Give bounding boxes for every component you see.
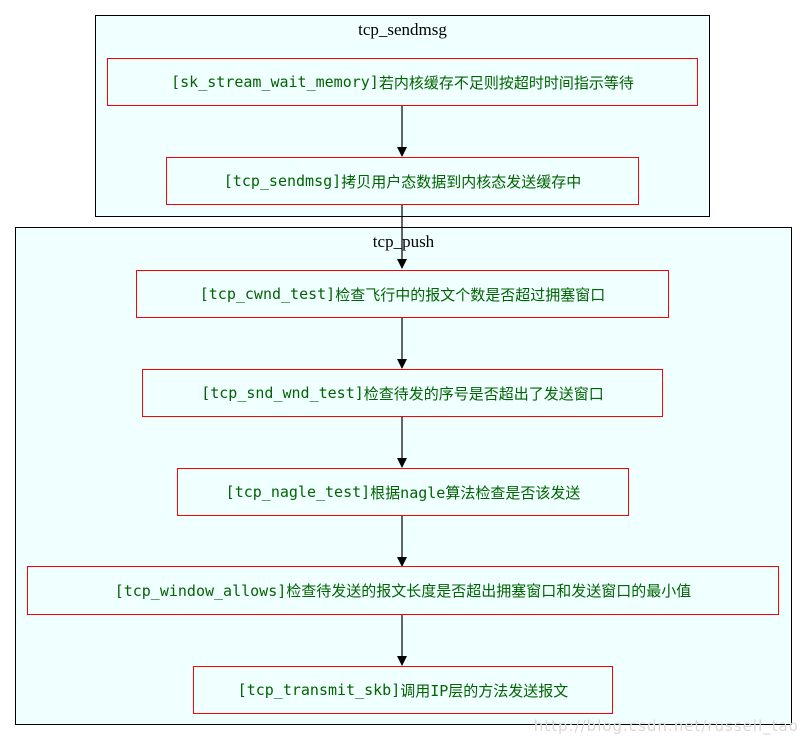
node-func: [tcp_snd_wnd_test]: [201, 384, 364, 402]
node-func: [tcp_transmit_skb]: [237, 681, 401, 699]
node-func: [sk_stream_wait_memory]: [171, 73, 379, 91]
node-tcp-cwnd-test: [tcp_cwnd_test]检查飞行中的报文个数是否超过拥塞窗口: [136, 270, 669, 318]
watermark: http://blog.csdn.net/russell_tao: [533, 717, 799, 735]
node-tcp-nagle-test: [tcp_nagle_test]根据nagle算法检查是否该发送: [177, 468, 629, 516]
node-desc: 拷贝用户态数据到内核态发送缓存中: [341, 172, 582, 191]
node-func: [tcp_window_allows]: [114, 581, 287, 600]
node-func: [tcp_nagle_test]: [225, 483, 371, 501]
node-tcp-sendmsg: [tcp_sendmsg]拷贝用户态数据到内核态发送缓存中: [166, 157, 639, 205]
node-desc: 检查飞行中的报文个数是否超过拥塞窗口: [335, 285, 606, 304]
node-tcp-window-allows: [tcp_window_allows]检查待发送的报文长度是否超出拥塞窗口和发送…: [27, 566, 779, 615]
node-func: [tcp_sendmsg]: [223, 172, 342, 190]
node-desc: 调用IP层的方法发送报文: [400, 681, 569, 700]
node-func: [tcp_cwnd_test]: [199, 285, 336, 303]
node-sk-stream-wait-memory: [sk_stream_wait_memory]若内核缓存不足则按超时时间指示等待: [107, 58, 698, 106]
node-tcp-transmit-skb: [tcp_transmit_skb]调用IP层的方法发送报文: [193, 666, 613, 714]
cluster-title: tcp_sendmsg: [358, 20, 447, 39]
node-desc: 根据nagle算法检查是否该发送: [370, 483, 581, 502]
node-desc: 检查待发送的报文长度是否超出拥塞窗口和发送窗口的最小值: [286, 582, 692, 600]
node-desc: 若内核缓存不足则按超时时间指示等待: [378, 73, 634, 92]
node-desc: 检查待发的序号是否超出了发送窗口: [363, 384, 604, 403]
cluster-title: tcp_push: [372, 232, 435, 251]
node-tcp-snd-wnd-test: [tcp_snd_wnd_test]检查待发的序号是否超出了发送窗口: [142, 369, 663, 417]
